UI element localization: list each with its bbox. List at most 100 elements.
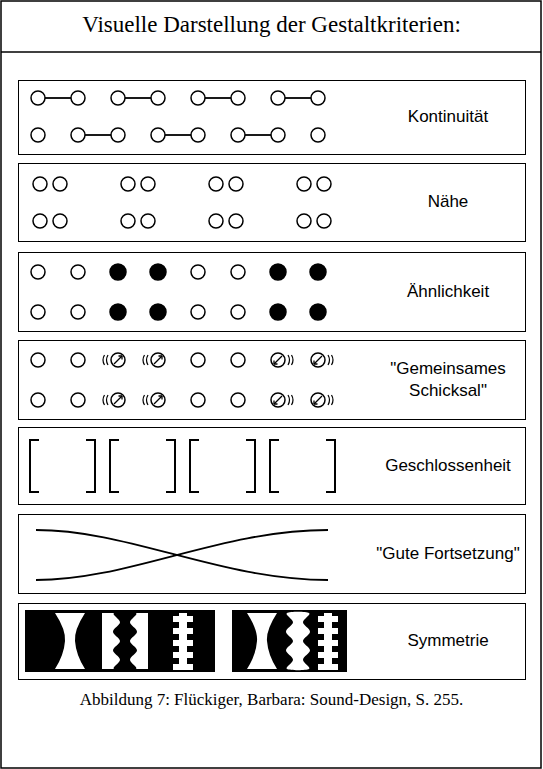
- open-circle: [33, 214, 47, 228]
- motion-mark: [292, 395, 294, 405]
- criterion-figure: [31, 353, 333, 407]
- motion-mark: [103, 355, 105, 365]
- moving-circle: [311, 393, 325, 407]
- label-box: Geschlossenheit: [375, 455, 521, 476]
- arrow-head: [314, 401, 318, 405]
- motion-mark: [103, 395, 105, 405]
- motion-mark: [288, 355, 290, 365]
- open-circle: [271, 91, 285, 105]
- motion-mark: [328, 355, 330, 365]
- criterion-figure: [31, 91, 325, 142]
- open-bracket: [190, 440, 199, 492]
- criterion-figure: [31, 264, 326, 320]
- open-circle: [271, 128, 285, 142]
- close-bracket: [246, 440, 255, 492]
- open-circle: [311, 128, 325, 142]
- open-circle: [191, 91, 205, 105]
- motion-mark: [147, 395, 149, 405]
- label-box: "Gute Fortsetzung": [375, 543, 521, 564]
- open-circle: [31, 305, 45, 319]
- open-circle: [231, 393, 245, 407]
- criterion-figure: [36, 530, 328, 580]
- open-circle: [71, 265, 85, 279]
- motion-arrow: [154, 396, 162, 404]
- filled-circle: [110, 264, 126, 280]
- open-circle: [317, 214, 331, 228]
- motion-mark: [332, 355, 334, 365]
- link-line: [45, 97, 71, 99]
- link-line: [245, 134, 271, 136]
- link-line: [85, 134, 111, 136]
- criterion-figure: [30, 440, 335, 492]
- filled-circle: [270, 304, 286, 320]
- step-tooth: [318, 664, 338, 670]
- criterion-label: "Gemeinsames Schicksal": [375, 358, 521, 401]
- open-circle: [141, 177, 155, 191]
- criterion-label: Kontinuität: [375, 106, 521, 127]
- vase-shape: [55, 613, 85, 669]
- motion-arrow: [314, 356, 322, 364]
- criterion-panel: Kontinuität: [18, 80, 526, 155]
- motion-mark: [332, 395, 334, 405]
- open-bracket: [270, 440, 279, 492]
- moving-circle: [271, 353, 285, 367]
- step-tooth: [173, 616, 193, 622]
- motion-mark: [143, 395, 145, 405]
- criterion-panel: Symmetrie: [18, 603, 526, 680]
- step-tooth: [318, 652, 338, 658]
- criterion-panel: Geschlossenheit: [18, 427, 526, 505]
- step-tooth: [173, 664, 193, 670]
- filled-circle: [310, 264, 326, 280]
- criterion-label: Nähe: [375, 191, 521, 212]
- open-circle: [71, 393, 85, 407]
- criterion-label: "Gute Fortsetzung": [375, 543, 521, 564]
- label-box: Kontinuität: [375, 106, 521, 127]
- open-circle: [121, 177, 135, 191]
- arrow-head: [314, 361, 318, 365]
- arrow-head: [274, 361, 278, 365]
- open-circle: [231, 128, 245, 142]
- open-circle: [231, 91, 245, 105]
- open-circle: [229, 214, 243, 228]
- open-circle: [191, 265, 205, 279]
- title-rule: [1, 51, 541, 53]
- open-circle: [71, 128, 85, 142]
- arrow-head: [274, 401, 278, 405]
- link-line: [165, 134, 191, 136]
- criterion-panel: Ähnlichkeit: [18, 252, 526, 332]
- open-circle: [297, 214, 311, 228]
- open-circle: [31, 393, 45, 407]
- filled-circle: [110, 304, 126, 320]
- arrow-head: [119, 356, 123, 360]
- wavy-shape: [113, 612, 137, 670]
- close-bracket: [166, 440, 175, 492]
- vase-shape: [247, 613, 277, 669]
- open-circle: [33, 177, 47, 191]
- motion-mark: [328, 395, 330, 405]
- close-bracket: [326, 440, 335, 492]
- caption-text: Abbildung 7: Flückiger, Barbara: Sound-D…: [0, 690, 543, 710]
- filled-circle: [270, 264, 286, 280]
- criterion-label: Symmetrie: [375, 630, 521, 651]
- label-box: Symmetrie: [375, 630, 521, 651]
- step-tooth: [173, 640, 193, 646]
- motion-arrow: [274, 396, 282, 404]
- open-circle: [311, 91, 325, 105]
- arrow-head: [159, 356, 163, 360]
- black-field: [232, 610, 347, 672]
- motion-mark: [288, 395, 290, 405]
- criterion-figure: [33, 177, 331, 228]
- open-circle: [191, 353, 205, 367]
- wavy-shape: [286, 612, 310, 670]
- step-tooth: [318, 640, 338, 646]
- open-circle: [151, 128, 165, 142]
- moving-circle: [151, 393, 165, 407]
- label-box: Nähe: [375, 191, 521, 212]
- open-circle: [317, 177, 331, 191]
- step-tooth: [173, 628, 193, 634]
- label-box: Ähnlichkeit: [375, 281, 521, 302]
- open-circle: [191, 393, 205, 407]
- filled-circle: [310, 304, 326, 320]
